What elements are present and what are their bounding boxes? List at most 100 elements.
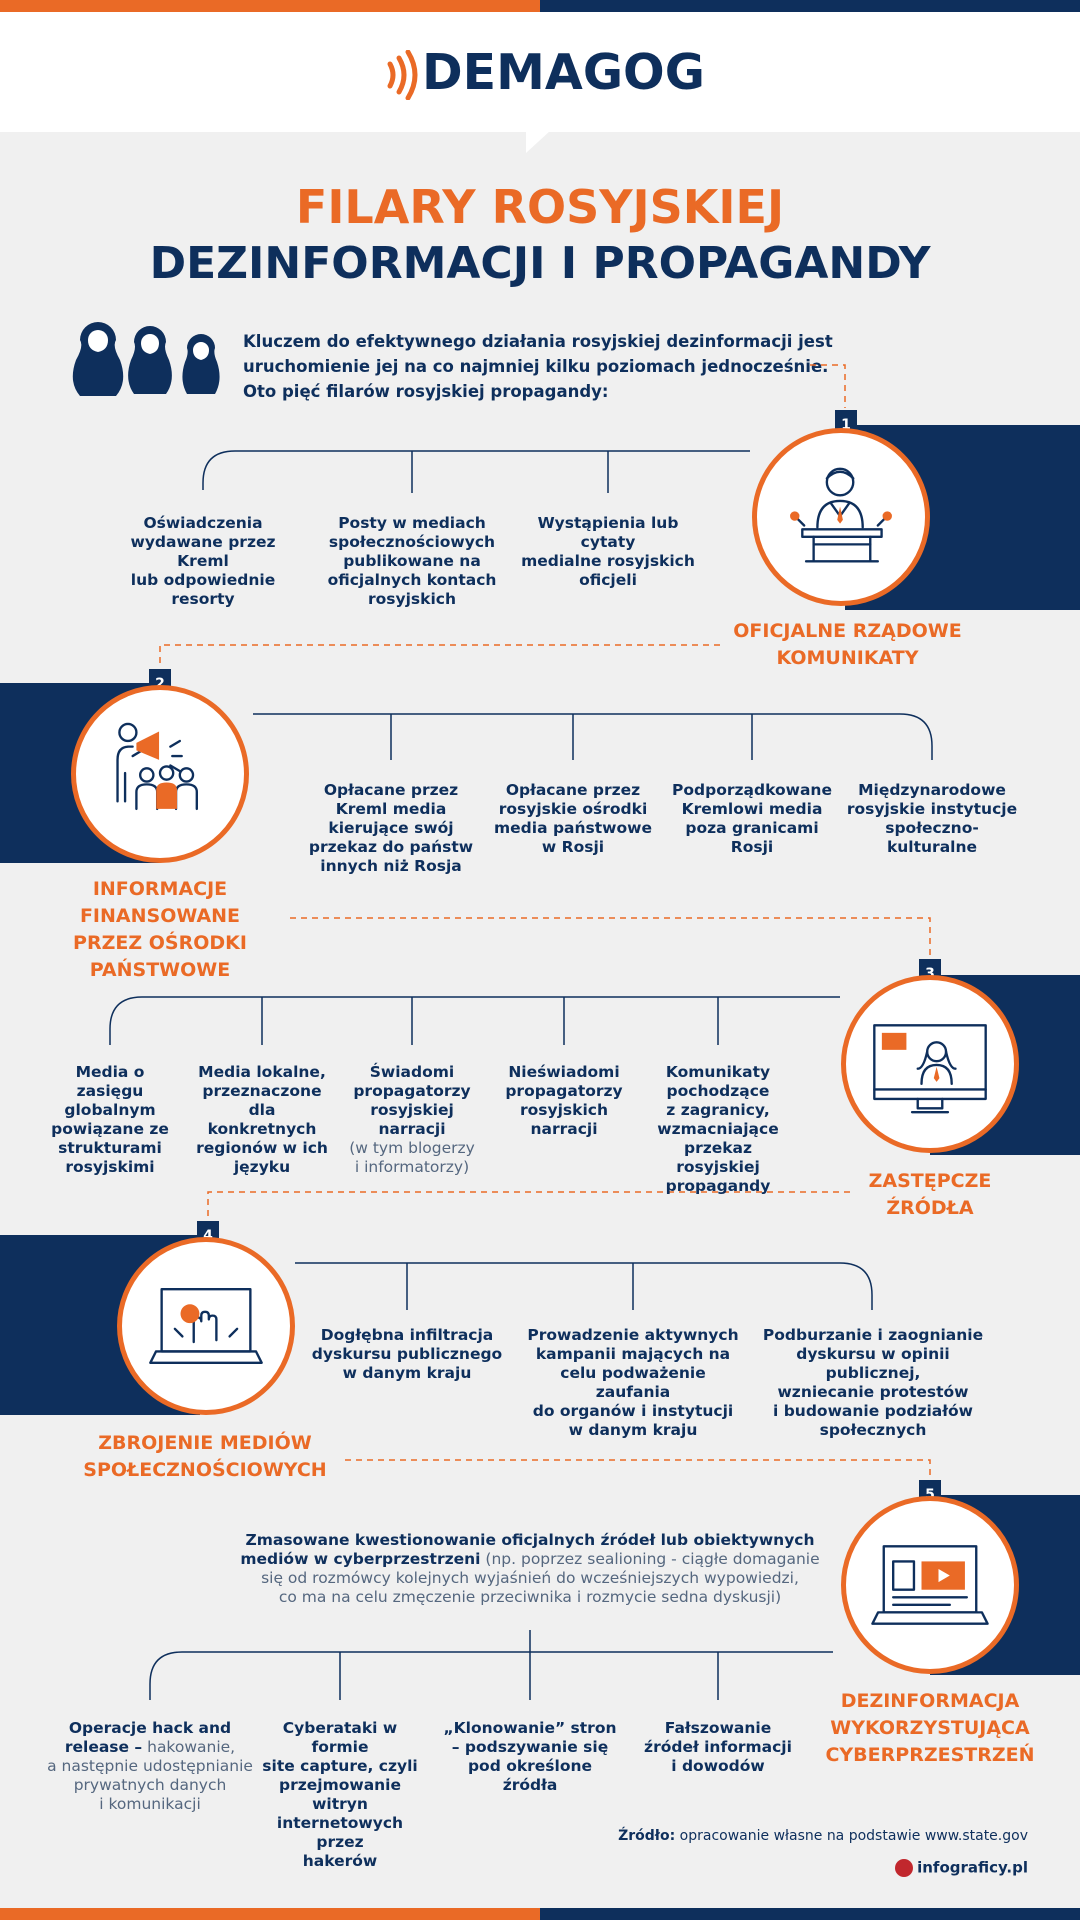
source-label: Źródło: [618,1828,676,1844]
item-line-light: a następnie udostępnianie [47,1757,253,1775]
item-line: release – hakowanie, [45,1738,255,1757]
item-line: oficjeli [579,571,637,589]
item-line: wzmacniające przekaz [657,1120,779,1157]
item-line: Wystąpienia lub cytaty [537,514,679,551]
pillar-5-title-line: WYKORZYSTUJĄCA [830,1717,1030,1739]
pillar-5-item: Cyberataki w formie site capture, czyli … [255,1719,425,1871]
item-line: Podburzanie i zaognianie [762,1326,984,1344]
item-line: rosyjskiej propagandy [665,1158,771,1195]
item-line: Rosji [730,838,774,856]
pillar-1-item: Posty w mediach społecznościowych publik… [312,514,512,609]
item-line: społecznościowych [328,533,496,551]
pillar-3-title-line: ŹRÓDŁA [886,1197,974,1219]
pillar-3-item: Nieświadomi propagatorzy rosyjskich narr… [489,1063,639,1139]
item-line: media państwowe [494,819,652,837]
laptop-hands-icon [149,1288,263,1364]
item-line: dyskursu w opinii publicznej, [796,1345,950,1382]
item-line: języku [233,1158,291,1176]
item-line: oficjalnych kontach [327,571,497,589]
item-line: hakerów [302,1852,378,1870]
lead-light: (np. poprzez sealioning - ciągłe domagan… [480,1550,820,1568]
item-line: Dogłębna infiltracja [320,1326,494,1344]
header-pointer [526,131,550,153]
item-light: hakowanie, [142,1738,236,1756]
item-line: dyskursu publicznego [311,1345,503,1363]
item-line: pochodzące [666,1082,770,1100]
pillar-4-title-line: SPOŁECZNOŚCIOWYCH [83,1459,327,1481]
pillar-2-title-line: PAŃSTWOWE [89,959,231,981]
brand-name: DEMAGOG [422,44,705,101]
item-line-light: i komunikacji [99,1795,201,1813]
item-line: i budowanie podziałów [773,1402,973,1420]
item-line: propagatorzy [505,1082,623,1100]
pillar-1-title-line: OFICJALNE RZĄDOWE [733,620,962,642]
item-bold: release – [64,1738,143,1756]
item-line: Kreml media [335,800,447,818]
source-text: opracowanie własne na podstawie www.stat… [675,1828,1028,1844]
item-line: wydawane przez Kreml [130,533,276,570]
item-line: innych niż Rosja [320,857,462,875]
pillar-1-title-line: KOMUNIKATY [776,647,919,669]
infograficy-logo[interactable]: infograficy.pl [895,1858,1028,1882]
item-line: propagatorzy [353,1082,471,1100]
item-line: z zagranicy, [666,1101,770,1119]
pillar-4-title-line: ZBROJENIE MEDIÓW [98,1432,312,1454]
item-line: Posty w mediach [338,514,486,532]
item-line: – podszywanie się [451,1738,609,1756]
megaphone-crowd-icon [116,722,198,811]
item-line: Świadomi [369,1063,455,1081]
item-line: pod określone [467,1757,593,1775]
top-stripe-orange [0,0,540,12]
pillar-5-item: „Klonowanie” stron – podszywanie się pod… [440,1719,620,1795]
intro-text: Kluczem do efektywnego działania rosyjsk… [243,329,833,404]
item-line: celu podważenie zaufania [560,1364,706,1401]
item-line: powiązane ze [51,1120,169,1138]
item-line: w danym kraju [568,1421,698,1439]
pillar-2-circle [71,685,249,863]
item-line: Operacje hack and [68,1719,232,1737]
item-line: Opłacane przez [505,781,641,799]
pillar-2-title-line: INFORMACJE FINANSOWANE [79,878,241,927]
intro-line-1: Kluczem do efektywnego działania rosyjsk… [243,332,833,351]
pillar-3-item: Media lokalne, przeznaczone dla konkretn… [187,1063,337,1177]
item-line: rosyjskich [367,590,456,608]
bottom-stripe-navy [540,1908,1080,1920]
item-line: site capture, czyli [262,1757,418,1775]
item-line: Fałszowanie [664,1719,772,1737]
infograficy-icon [895,1858,914,1877]
pillar-3-circle [841,975,1019,1153]
lead-line-light: co ma na celu zmęczenie przeciwnika i ro… [278,1588,782,1606]
intro-line-3: Oto pięć filarów rosyjskiej propagandy: [243,382,609,401]
item-line: rosyjskie instytucje [846,800,1018,818]
pillar-5-title-line: DEZINFORMACJA [840,1690,1020,1712]
page-title-line2: DEZINFORMACJI I PROPAGANDY [149,238,931,289]
item-line: społeczno-kulturalne [885,819,979,856]
pillar-2-item: Opłacane przez rosyjskie ośrodki media p… [483,781,663,857]
matryoshka-dolls-icon [72,322,220,396]
item-line-light: (w tym blogerzy [349,1139,475,1157]
official-speaker-icon [790,467,892,563]
source-note: Źródło: opracowanie własne na podstawie … [618,1828,1028,1844]
item-line-light: i informatorzy) [354,1158,470,1176]
intro-line-2: uruchomienie jej na co najmniej kilku po… [243,357,829,376]
pillar-2-item: Międzynarodowe rosyjskie instytucje społ… [842,781,1022,857]
lead-line: mediów w cyberprzestrzeni (np. poprzez s… [230,1550,830,1569]
item-line: społecznych [819,1421,927,1439]
pillar-4-circle [117,1237,295,1415]
item-line: lub odpowiednie [130,571,276,589]
item-line: resorty [171,590,235,608]
pillar-2-title-line: PRZEZ OŚRODKI [73,932,247,954]
item-line: publikowane na [343,552,481,570]
top-stripe-navy [540,0,1080,12]
item-line-light: prywatnych danych [73,1776,227,1794]
item-line: globalnym [64,1101,156,1119]
demagog-logo[interactable]: DEMAGOG [384,44,705,104]
pillar-4-item: Prowadzenie aktywnych kampanii mających … [523,1326,743,1440]
item-line: Międzynarodowe [858,781,1006,799]
pillar-5-item: Operacje hack and release – hakowanie, a… [45,1719,255,1814]
pillar-4-item: Dogłębna infiltracja dyskursu publiczneg… [307,1326,507,1383]
item-line: Media lokalne, [198,1063,326,1081]
lead-line-light: się od rozmówcy kolejnych wyjaśnień do w… [261,1569,799,1587]
item-line: źródeł informacji [644,1738,792,1756]
